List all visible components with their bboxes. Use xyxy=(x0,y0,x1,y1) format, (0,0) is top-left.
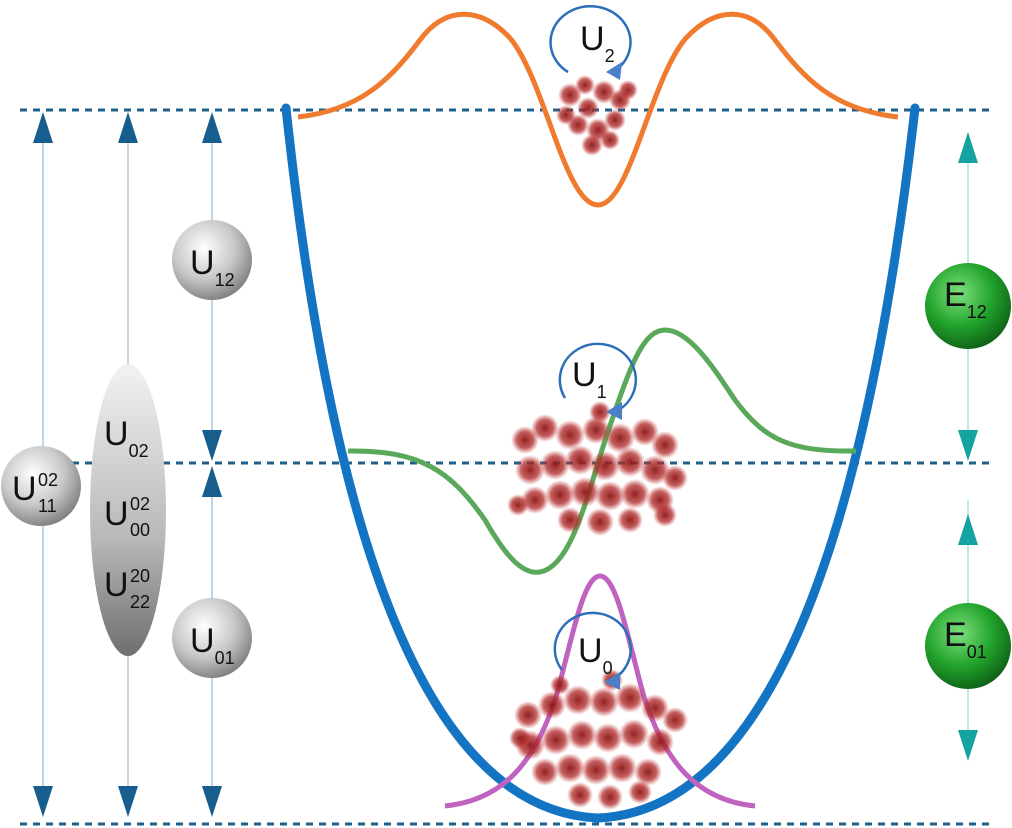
svg-text:U: U xyxy=(104,566,129,604)
circular-arrow-icon xyxy=(606,402,622,420)
svg-text:E01: E01 xyxy=(944,616,987,662)
triangle-down-icon xyxy=(118,786,138,817)
svg-text:U2: U2 xyxy=(580,20,615,66)
circular-arrow-icon xyxy=(606,62,622,80)
svg-text:U: U xyxy=(104,495,129,533)
circular-arrow-icon xyxy=(558,342,638,414)
e12-ball: E12 xyxy=(925,263,1011,349)
svg-text:U1: U1 xyxy=(572,356,607,402)
triangle-down-icon xyxy=(958,730,978,761)
particle-cloud-level-2 xyxy=(556,75,638,156)
wavefunction-level-1 xyxy=(347,327,857,575)
particle-cloud-level-1 xyxy=(507,401,688,536)
svg-text:U01: U01 xyxy=(190,622,235,668)
particle-cloud-level-0 xyxy=(509,669,688,810)
rotation-u2: U2 xyxy=(549,5,632,80)
svg-text:U: U xyxy=(12,470,37,508)
triangle-up-icon xyxy=(118,112,138,143)
triangle-up-icon xyxy=(202,466,222,497)
svg-text:20: 20 xyxy=(130,566,150,586)
circular-arrow-icon xyxy=(549,5,632,74)
triangle-down-icon xyxy=(202,430,222,461)
e01-ball: E01 xyxy=(925,603,1011,689)
triangle-up-icon xyxy=(202,112,222,143)
svg-text:02: 02 xyxy=(38,470,58,490)
rotation-u1: U1 xyxy=(558,342,638,420)
circular-arrow-icon xyxy=(553,611,633,682)
grey-oval: U02 U 02 00 U 20 22 xyxy=(90,364,166,656)
u12-ball: U12 xyxy=(172,220,252,300)
svg-text:22: 22 xyxy=(130,592,150,612)
potential-well xyxy=(281,103,920,823)
svg-text:U02: U02 xyxy=(104,415,149,461)
triangle-down-icon xyxy=(202,786,222,817)
svg-text:U0: U0 xyxy=(578,632,613,678)
triangle-up-icon xyxy=(33,112,53,143)
svg-text:00: 00 xyxy=(130,520,150,540)
svg-text:E12: E12 xyxy=(944,276,987,322)
wavefunction-level-2 xyxy=(297,11,899,208)
u11-02-ball: U 02 11 xyxy=(1,446,81,526)
u01-ball: U01 xyxy=(172,598,252,678)
svg-text:02: 02 xyxy=(130,494,150,514)
triangle-up-icon xyxy=(958,514,978,545)
triangle-down-icon xyxy=(958,430,978,461)
triangle-down-icon xyxy=(33,786,53,817)
triangle-up-icon xyxy=(958,132,978,163)
svg-text:U12: U12 xyxy=(190,244,235,290)
rotation-u0: U0 xyxy=(553,611,633,690)
circular-arrow-icon xyxy=(604,672,620,690)
svg-text:11: 11 xyxy=(38,496,57,516)
